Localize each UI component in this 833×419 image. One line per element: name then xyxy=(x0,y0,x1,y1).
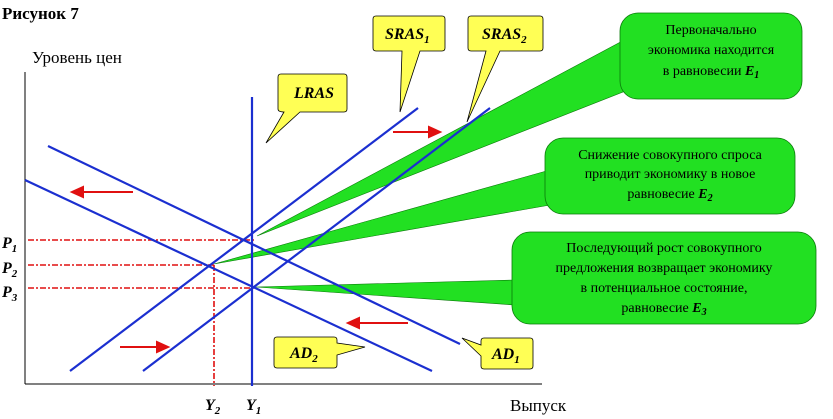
arrow-ad-lower-head xyxy=(345,316,360,330)
sras1-label-box xyxy=(372,15,446,113)
callout-text-1: Первоначально экономика находится в равн… xyxy=(648,23,775,81)
sras2-curve xyxy=(142,107,491,372)
callout-box-2 xyxy=(544,137,796,215)
guide-lines xyxy=(28,239,256,386)
svg-text:Первоначально: Первоначально xyxy=(665,23,756,38)
ad1-curve xyxy=(47,145,461,345)
svg-text:в равновесии E1: в равновесии E1 xyxy=(663,64,760,81)
svg-text:предложения возвращает экономи: предложения возвращает экономику xyxy=(556,261,773,276)
price-label-p1: P1 xyxy=(1,235,17,255)
arrow-sras-right-head xyxy=(428,125,443,139)
ad2-label-box xyxy=(273,336,366,369)
sras2-label: SRAS2 xyxy=(482,26,527,46)
figure-title: Рисунок 7 xyxy=(2,4,79,23)
x-axis-label: Выпуск xyxy=(510,396,567,415)
lras-label: LRAS xyxy=(293,85,334,102)
svg-text:Последующий рост совокупного: Последующий рост совокупного xyxy=(566,241,761,256)
callout-box-1 xyxy=(619,12,803,100)
callout-box-3 xyxy=(511,231,817,325)
svg-text:в потенциальное состояние,: в потенциальное состояние, xyxy=(581,281,748,296)
ad2-label: AD2 xyxy=(289,345,318,365)
ad2-curve xyxy=(24,179,433,372)
ad1-label-box xyxy=(461,337,534,370)
sras2-label-box xyxy=(466,15,544,123)
arrow-sras-lower-head xyxy=(156,340,171,354)
callout-text-2: Снижение совокупного спроса приводит эко… xyxy=(578,148,762,204)
svg-text:приводит экономику в новое: приводит экономику в новое xyxy=(585,167,756,182)
price-label-p3: P3 xyxy=(1,284,18,304)
shift-arrows xyxy=(69,125,443,354)
svg-text:Снижение совокупного спроса: Снижение совокупного спроса xyxy=(578,148,762,163)
arrow-ad-left-head xyxy=(69,185,84,199)
svg-text:равновесие E3: равновесие E3 xyxy=(621,301,706,318)
ad1-label: AD1 xyxy=(491,346,520,366)
lras-label-box xyxy=(265,73,348,144)
output-label-y2: Y2 xyxy=(205,397,221,417)
y-axis-label: Уровень цен xyxy=(32,48,122,67)
callout-text-3: Последующий рост совокупного предложения… xyxy=(556,241,773,318)
sras1-label: SRAS1 xyxy=(385,26,430,46)
svg-text:равновесие E2: равновесие E2 xyxy=(627,187,712,204)
price-label-p2: P2 xyxy=(1,260,18,280)
svg-text:экономика находится: экономика находится xyxy=(648,43,775,58)
output-label-y1: Y1 xyxy=(246,397,261,417)
callout-pointer-3 xyxy=(255,279,516,306)
